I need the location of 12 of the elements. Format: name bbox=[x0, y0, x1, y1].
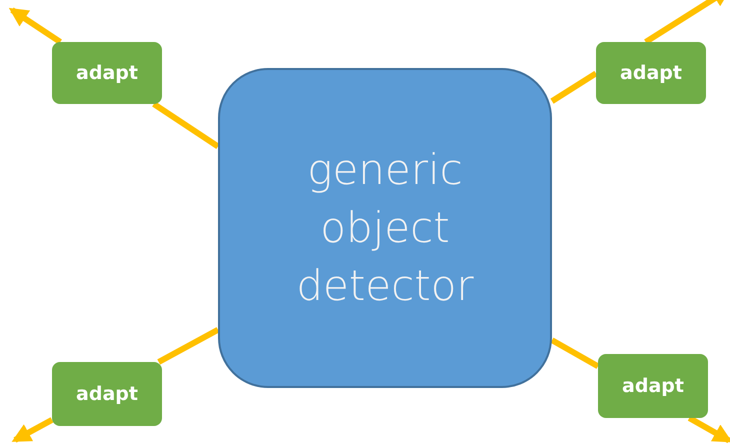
connector-line bbox=[550, 338, 600, 369]
detector-box: generic object detector bbox=[218, 68, 552, 388]
arrow bbox=[688, 415, 730, 444]
connector-line bbox=[157, 327, 220, 365]
connector-line bbox=[152, 102, 220, 149]
adapt-box: adapt bbox=[52, 42, 162, 104]
arrow bbox=[12, 417, 54, 443]
adapt-box: adapt bbox=[598, 354, 708, 418]
adapt-box: adapt bbox=[52, 362, 162, 426]
adapt-box: adapt bbox=[596, 42, 706, 104]
connector-line bbox=[550, 70, 598, 104]
arrow bbox=[8, 8, 62, 44]
